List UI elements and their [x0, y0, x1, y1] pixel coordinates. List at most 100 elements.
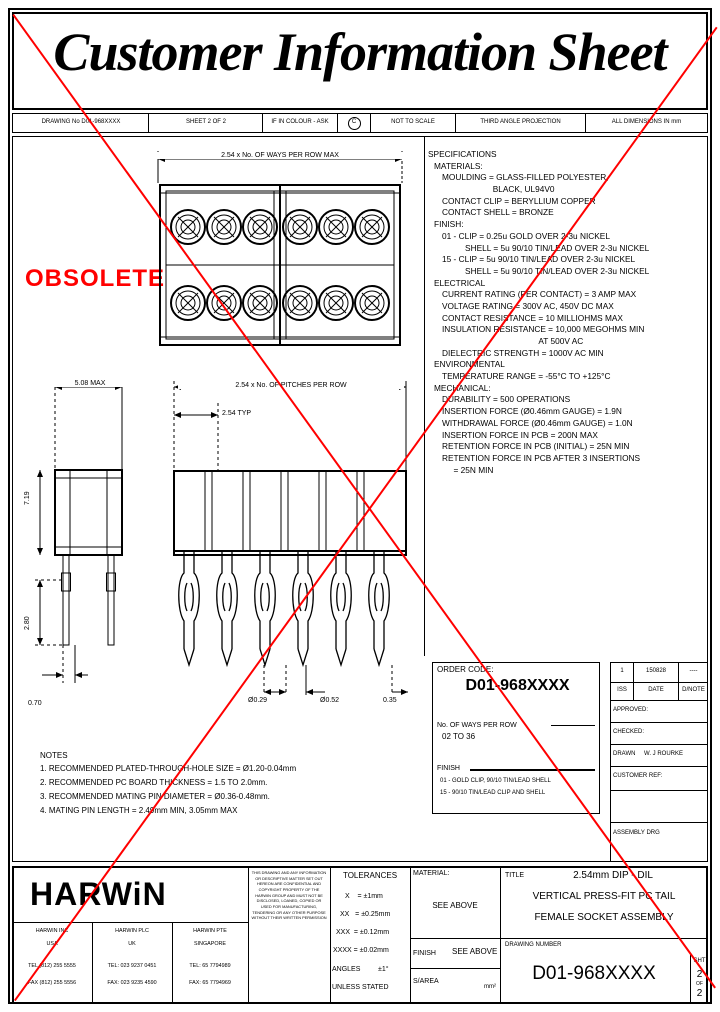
order-code-ways-label: No. OF WAYS PER ROW: [437, 722, 517, 729]
header-units: ALL DIMENSIONS IN mm: [586, 119, 707, 125]
office-1-tel: TEL: 023 9237 0451: [107, 963, 157, 969]
tolerance-3: XXXX = ±0.02mm: [333, 947, 389, 954]
note-item-3: 4. MATING PIN LENGTH = 2.49mm MIN, 3.05m…: [40, 806, 238, 815]
finish-label: FINISH: [413, 950, 436, 957]
spec-group-title-4: MECHANICAL:: [434, 382, 491, 393]
surface-area-units: mm²: [484, 984, 496, 990]
spec-line-4-4: RETENTION FORCE IN PCB (INITIAL) = 25N M…: [442, 441, 630, 452]
rev-field-approved: APPROVED:: [613, 707, 649, 713]
plan-view-drawing: [157, 151, 403, 346]
rev-header-date: DATE: [648, 687, 664, 693]
tolerance-1: XX = ±0.25mm: [340, 911, 391, 918]
drawing-number-value: D01-968XXXX: [532, 963, 656, 984]
office-1-name: HARWIN PLC: [115, 928, 149, 934]
order-code-finish-label: FINISH: [437, 765, 460, 772]
header-sheet-of: SHEET 2 OF 2: [186, 119, 226, 125]
spec-line-4-1: INSERTION FORCE (Ø0.46mm GAUGE) = 1.9N: [442, 406, 622, 417]
tolerances-heading: TOLERANCES: [342, 871, 398, 880]
title-line-0: 2.54mm DIP - DIL: [573, 870, 653, 881]
title-line-2: FEMALE SOCKET ASSEMBLY: [534, 912, 674, 923]
rev-field-checked: CHECKED:: [613, 729, 645, 735]
rev-row-iss: 1: [620, 668, 624, 674]
spec-line-2-1: VOLTAGE RATING = 300V AC, 450V DC MAX: [442, 300, 614, 311]
spec-line-0-1: BLACK, UL94V0: [442, 184, 555, 195]
office-2-country: SINGAPORE: [193, 941, 227, 947]
page-title: Customer Information Sheet: [53, 22, 667, 82]
banner-box: [12, 12, 708, 110]
dim-tail-gap: 0.35: [383, 697, 397, 704]
header-not-to-scale: NOT TO SCALE: [391, 119, 435, 125]
spec-group-title-0: MATERIALS:: [434, 160, 483, 171]
material-label: MATERIAL:: [413, 870, 450, 877]
sheet-label: SHT: [693, 958, 706, 964]
spec-line-1-2: 15 - CLIP = 5u 90/10 TIN/LEAD OVER 2-3u …: [442, 254, 636, 265]
spec-line-1-3: SHELL = 5u 90/10 TIN/LEAD OVER 2-3u NICK…: [442, 265, 650, 276]
finish-value: SEE ABOVE: [452, 947, 498, 956]
office-0-tel: TEL (812) 255 5555: [28, 963, 76, 969]
title-block: [12, 866, 708, 1004]
rev-field-drawn-label: DRAWN: [613, 751, 636, 757]
dim-height-total: 7.19: [24, 491, 31, 505]
header-projection: THIRD ANGLE PROJECTION: [480, 119, 561, 125]
spec-line-0-3: CONTACT SHELL = BRONZE: [442, 207, 554, 218]
sheet-of: OF: [696, 981, 703, 987]
order-code-ways-value: 02 TO 36: [442, 732, 476, 741]
dim-edge-offset: 0.70: [28, 700, 42, 707]
spec-line-4-0: DURABILITY = 500 OPERATIONS: [442, 394, 571, 405]
spec-line-0-0: MOULDING = GLASS-FILLED POLYESTER,: [442, 172, 609, 183]
tolerance-2: XXX = ±0.12mm: [336, 929, 390, 936]
spec-line-1-1: SHELL = 5u 90/10 TIN/LEAD OVER 2-3u NICK…: [442, 242, 650, 253]
rev-row-date: 150828: [645, 668, 667, 674]
order-code-finish-line-0: 01 - GOLD CLIP, 90/10 TIN/LEAD SHELL: [440, 778, 551, 784]
spec-line-2-0: CURRENT RATING (PER CONTACT) = 3 AMP MAX: [442, 289, 637, 300]
spec-line-0-2: CONTACT CLIP = BERYLLIUM COPPER: [442, 195, 596, 206]
dim-press-dia: Ø0.52: [320, 697, 340, 704]
note-item-2: 3. RECOMMENDED MATING PIN DIAMETER = Ø0.…: [40, 792, 270, 801]
spec-line-3-0: TEMPERATURE RANGE = -55°C TO +125°C: [442, 371, 611, 382]
header-drawing-no: DRAWING No D01-968XXXX: [41, 119, 121, 125]
angles-value: ±1°: [378, 966, 389, 973]
disclaimer-text: THIS DRAWING AND ANY INFORMATION OR DESC…: [251, 870, 327, 921]
spec-group-title-1: FINISH:: [434, 219, 464, 230]
drawing-area-border: [12, 136, 708, 862]
spec-line-4-6: = 25N MIN: [442, 464, 494, 475]
title-line-1: VERTICAL PRESS-FIT PC TAIL: [532, 891, 676, 902]
tolerance-0: X = ±1mm: [345, 893, 383, 900]
notes-block: NOTES 1. RECOMMENDED PLATED-THROUGH-HOLE …: [40, 751, 390, 821]
rev-field-drawn-value: W. J ROURKE: [644, 751, 684, 757]
order-code-value: D01-968XXXX: [465, 677, 570, 694]
sheet-num: 2: [696, 969, 703, 980]
spec-line-2-5: DIELECTRIC STRENGTH = 1000V AC MIN: [442, 347, 604, 358]
note-item-0: 1. RECOMMENDED PLATED-THROUGH-HOLE SIZE …: [40, 764, 297, 773]
surface-area-label: S/AREA: [413, 978, 439, 985]
office-0-country: USA: [46, 941, 58, 947]
dim-tail-dia: Ø0.29: [248, 697, 268, 704]
unless-stated: UNLESS STATED: [332, 984, 389, 991]
obsolete-stamp: OBSOLETE: [25, 265, 166, 292]
spec-line-2-2: CONTACT RESISTANCE = 10 MILLIOHMS MAX: [442, 312, 623, 323]
order-code-label: ORDER CODE:: [437, 665, 494, 674]
spec-group-title-2: ELECTRICAL: [434, 277, 486, 288]
dim-pitch-run: 2.54 x No. OF PITCHES PER ROW: [178, 382, 404, 390]
header-colour-note: IF IN COLOUR - ASK: [271, 119, 329, 125]
header-bar: [12, 113, 708, 133]
notes-heading: NOTES: [40, 751, 68, 760]
material-value: SEE ABOVE: [432, 901, 478, 910]
sheet-total: 2: [696, 988, 703, 999]
dim-tail-length: 2.80: [24, 616, 31, 630]
spec-line-2-4: AT 500V AC: [442, 336, 584, 346]
revision-block: [610, 662, 708, 862]
office-2-fax: FAX: 65 7794969: [189, 980, 231, 986]
office-1-country: UK: [128, 941, 136, 947]
spec-line-2-3: INSULATION RESISTANCE = 10,000 MEGOHMS M…: [442, 324, 645, 335]
dim-top-overall: 2.54 x No. OF WAYS PER ROW MAX: [150, 152, 410, 160]
office-0-fax: FAX (812) 255 5556: [27, 980, 77, 986]
spec-line-4-3: INSERTION FORCE IN PCB = 200N MAX: [442, 429, 598, 440]
note-item-1: 2. RECOMMENDED PC BOARD THICKNESS = 1.5 …: [40, 778, 268, 787]
title-label: TITLE: [505, 872, 525, 879]
drawing-number-label: DRAWING NUMBER: [505, 942, 562, 948]
rev-header-dnote: D/NOTE: [682, 687, 705, 693]
side-view-drawing: [35, 384, 123, 683]
